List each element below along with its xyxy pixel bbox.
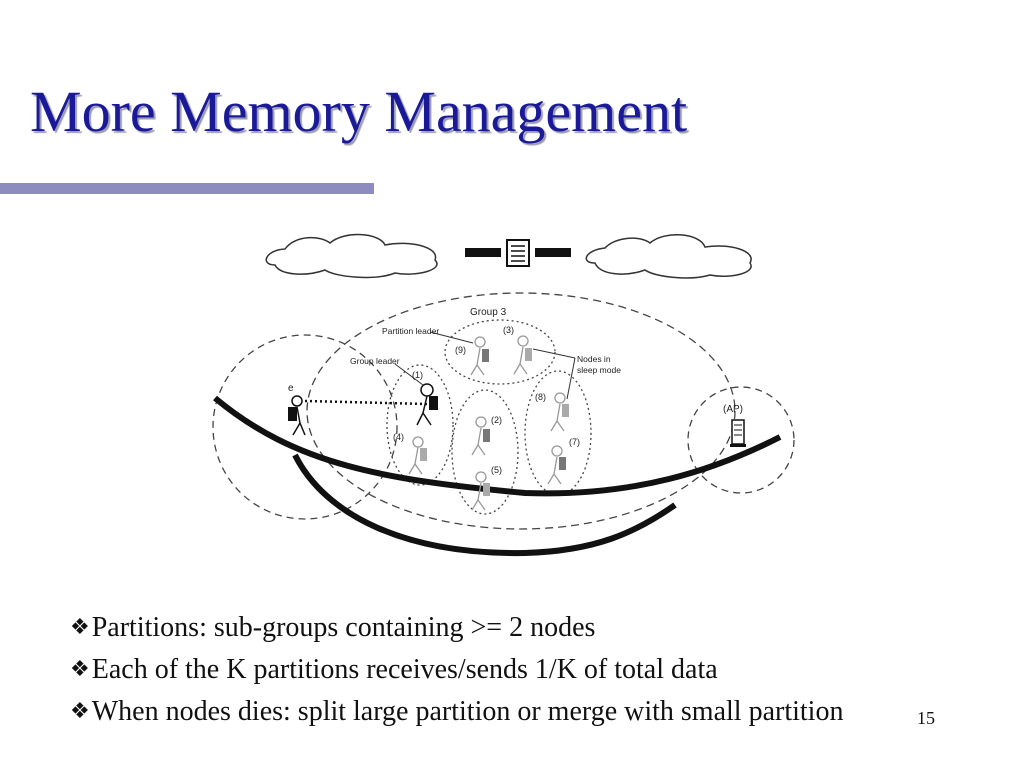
- cloud-left-icon: [265, 233, 438, 279]
- title-underline-bar: [0, 183, 374, 194]
- partition-leader-label: Partition leader: [382, 326, 439, 336]
- diamond-bullet-icon: ❖: [70, 698, 90, 723]
- access-point-range: [687, 386, 795, 494]
- external-node-range: [212, 334, 398, 520]
- partition-right: [524, 370, 592, 496]
- bullet-item: ❖Each of the K partitions receives/sends…: [70, 648, 920, 690]
- sleep-mode-label-2: sleep mode: [577, 365, 621, 375]
- node-label-4: (4): [393, 432, 404, 442]
- access-point-icon: [730, 419, 746, 447]
- road-upper: [213, 395, 782, 497]
- external-node-label: e: [288, 383, 294, 394]
- external-node-e: [288, 395, 306, 436]
- road-lower: [292, 453, 677, 557]
- slide-title: More Memory Management: [30, 79, 688, 144]
- partition-center: [451, 389, 519, 515]
- bullet-list: ❖Partitions: sub-groups containing >= 2 …: [70, 606, 920, 732]
- bullet-text: Each of the K partitions receives/sends …: [91, 654, 718, 685]
- diamond-bullet-icon: ❖: [70, 656, 90, 681]
- node-label-1: (1): [412, 370, 423, 380]
- group-leader-label: Group leader: [350, 356, 400, 366]
- sleep-node-group: [408, 335, 569, 511]
- group-label: Group 3: [470, 307, 507, 318]
- bullet-item: ❖Partitions: sub-groups containing >= 2 …: [70, 606, 920, 648]
- node-label-5: (5): [491, 465, 502, 475]
- bullet-text: Partitions: sub-groups containing >= 2 n…: [91, 612, 596, 643]
- node-label-8: (8): [535, 392, 546, 402]
- network-diagram: Group 3 Partition leader Group leader No…: [212, 233, 795, 557]
- leader-link: [304, 399, 428, 406]
- cloud-right-icon: [585, 233, 752, 279]
- bullet-text: When nodes dies: split large partition o…: [91, 696, 844, 727]
- node-label-2: (2): [491, 415, 502, 425]
- node-label-9: (9): [455, 345, 466, 355]
- node-label-7: (7): [569, 437, 580, 447]
- access-point-label: (AP): [723, 404, 743, 415]
- partition-left: [386, 364, 454, 486]
- satellite-icon: [465, 239, 571, 267]
- group3-boundary: [306, 292, 736, 530]
- diamond-bullet-icon: ❖: [70, 614, 90, 639]
- bullet-item: ❖When nodes dies: split large partition …: [70, 690, 900, 732]
- group-leader-node: [416, 383, 438, 426]
- node-label-3: (3): [503, 325, 514, 335]
- page-number: 15: [917, 708, 935, 728]
- partition-top: [444, 319, 556, 385]
- sleep-mode-label-1: Nodes in: [577, 354, 611, 364]
